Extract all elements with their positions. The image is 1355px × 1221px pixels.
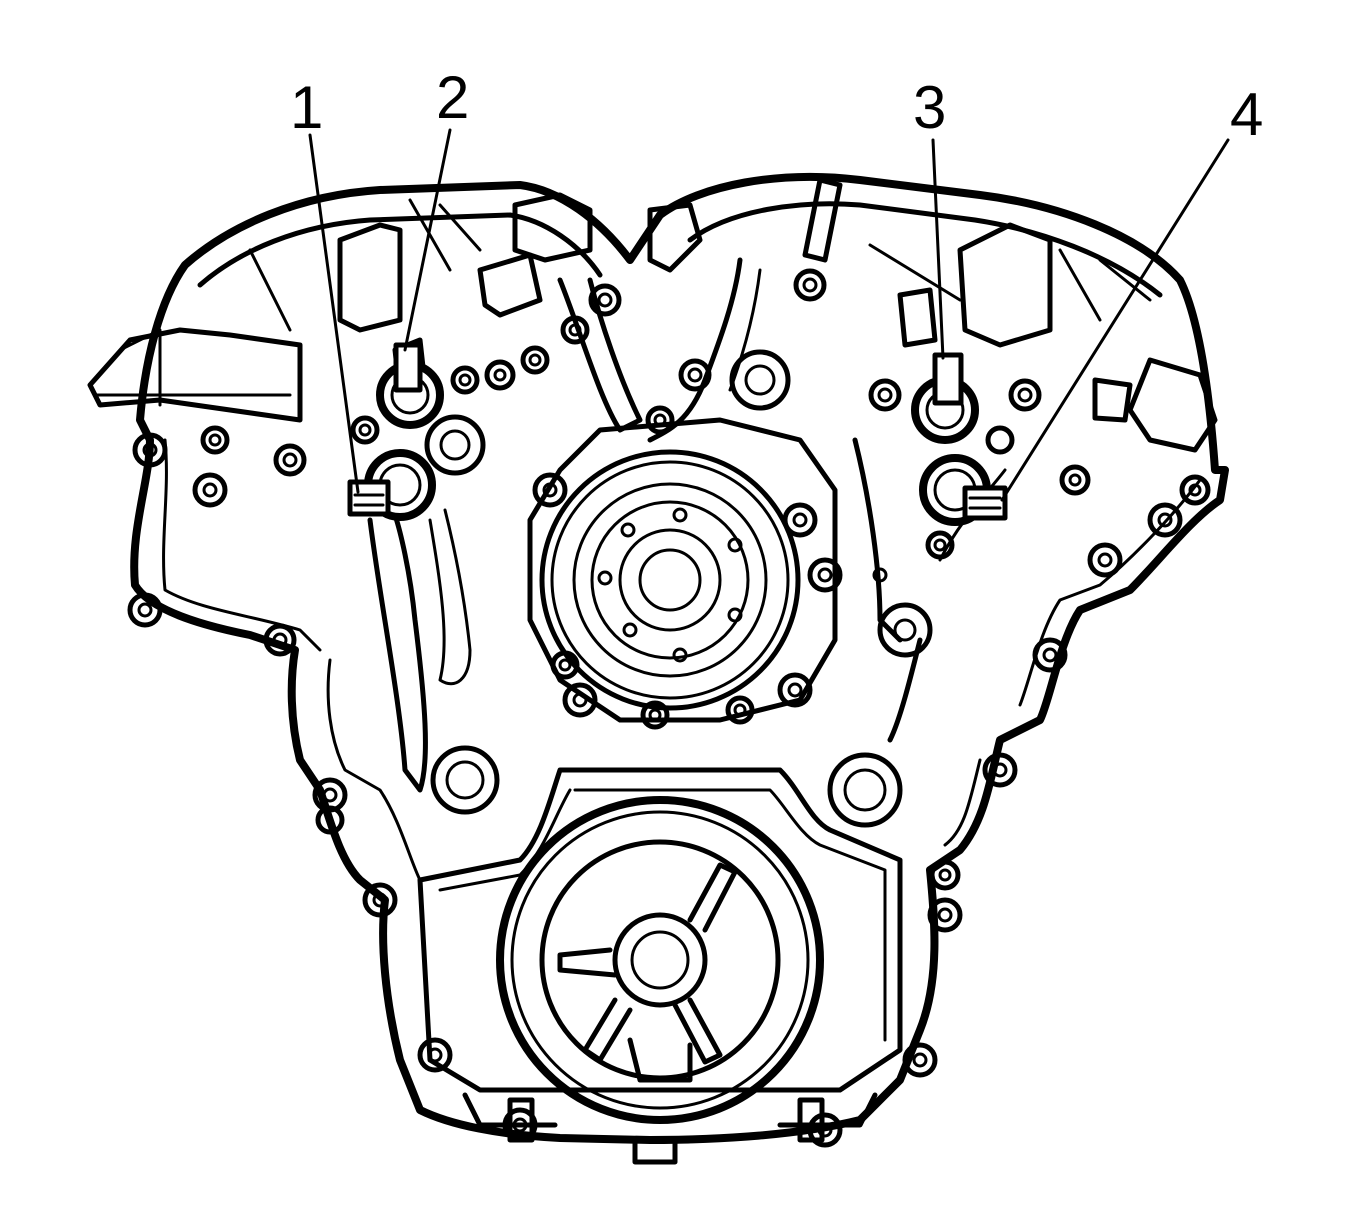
mounting-bolts [127, 268, 1211, 1148]
callout-leader-lines [308, 128, 1230, 502]
camshaft-sensor-left-upper [376, 342, 444, 429]
callout-2: 2 [436, 64, 469, 131]
timing-chain-channels [367, 257, 1007, 793]
callout-4: 4 [1230, 81, 1263, 148]
leader-line-1 [308, 133, 360, 494]
camshaft-sensor-right-lower [919, 454, 1008, 526]
callout-labels: 1 2 3 4 [290, 64, 1263, 148]
leader-line-3 [931, 138, 945, 360]
idler-bosses [424, 349, 933, 828]
camshaft-sensor-right-upper [911, 352, 979, 444]
right-cylinder-head-area [647, 177, 1218, 453]
lower-cover-plate [417, 767, 903, 1165]
callout-1: 1 [290, 74, 323, 141]
leader-line-4 [1000, 138, 1230, 502]
camshaft-sensor-left-lower [347, 449, 436, 521]
leader-line-2 [403, 128, 452, 352]
water-pump [527, 417, 838, 723]
callout-3: 3 [913, 74, 946, 141]
front-cover-outline [130, 172, 1229, 1144]
crankshaft-balancer [496, 796, 824, 1124]
